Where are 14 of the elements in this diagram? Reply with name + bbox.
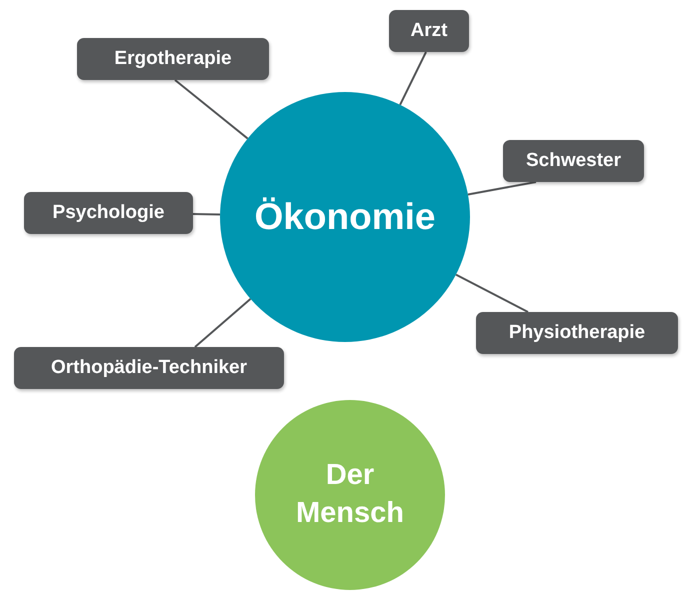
connector-line: [194, 298, 252, 348]
connector-line: [468, 181, 536, 196]
role-label: Schwester: [503, 140, 644, 182]
role-label: Orthopädie-Techniker: [14, 347, 284, 389]
role-label: Physiotherapie: [476, 312, 678, 354]
topic-circle: Ökonomie: [220, 92, 470, 342]
connector-line: [399, 52, 427, 106]
connector-line: [455, 274, 528, 313]
topic-circle: Der Mensch: [255, 400, 445, 590]
connector-line: [192, 213, 220, 216]
role-label: Arzt: [389, 10, 469, 52]
connector-line: [174, 79, 248, 140]
role-label: Ergotherapie: [77, 38, 269, 80]
role-label: Psychologie: [24, 192, 193, 234]
